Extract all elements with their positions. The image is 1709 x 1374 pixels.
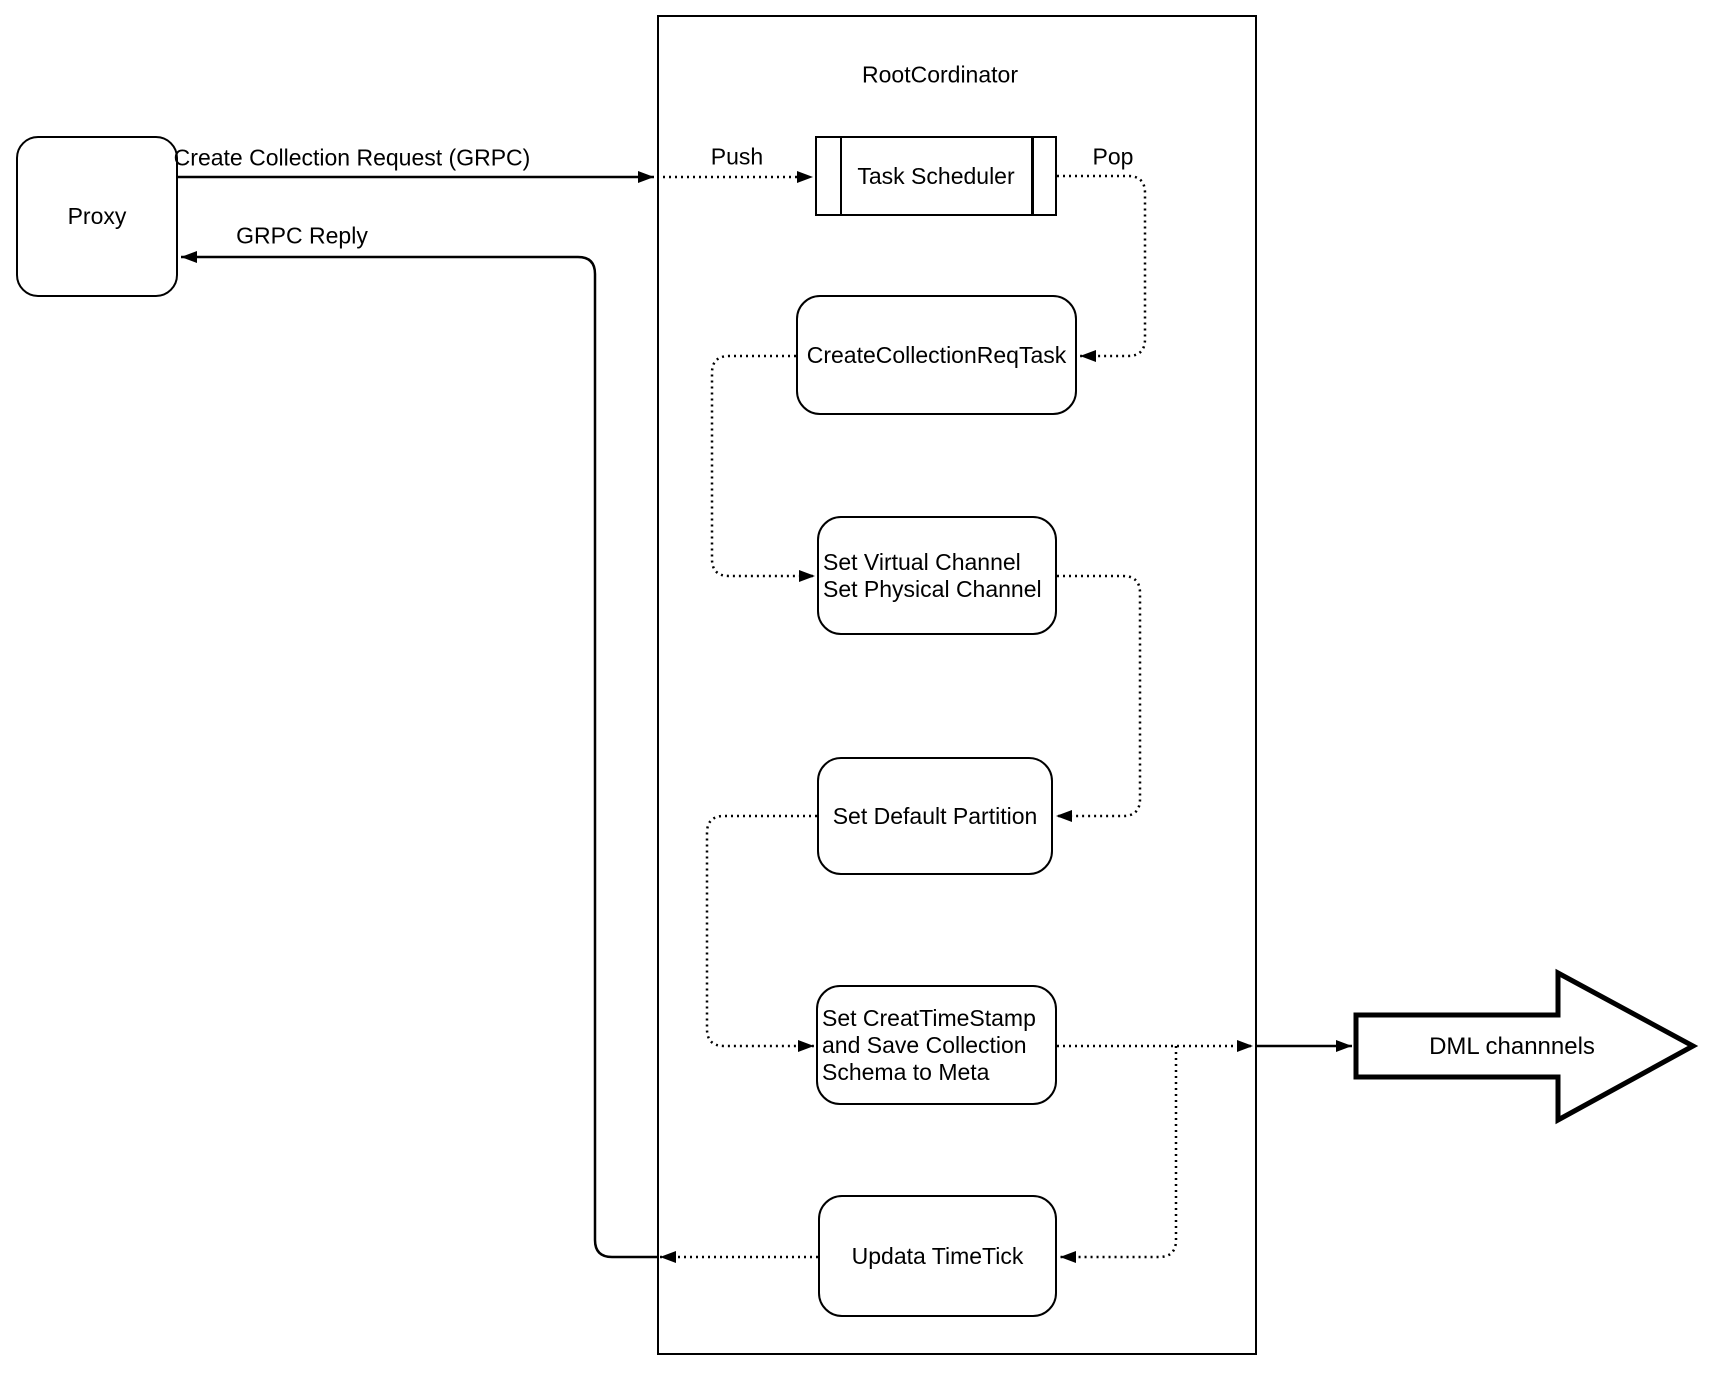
label-push: Push [710,143,764,170]
set-timestamp-line2: and Save Collection [822,1031,1027,1058]
set-physical-channel-line: Set Physical Channel [823,575,1042,602]
dml-channels-label: DML channnels [1429,1033,1595,1060]
set-timestamp-line1: Set CreatTimeStamp [822,1004,1036,1031]
label-pop: Pop [1092,143,1134,170]
create-collection-req-task-label: CreateCollectionReqTask [806,341,1067,368]
create-collection-req-task-node: CreateCollectionReqTask [796,295,1077,415]
set-default-partition-node: Set Default Partition [817,757,1053,875]
update-timetick-node: Updata TimeTick [818,1195,1057,1317]
set-default-partition-label: Set Default Partition [832,802,1038,829]
set-timestamp-line3: Schema to Meta [822,1058,990,1085]
update-timetick-label: Updata TimeTick [851,1242,1024,1269]
task-scheduler-label: Task Scheduler [857,162,1015,189]
label-create-collection-request: Create Collection Request (GRPC) [173,144,531,171]
label-grpc-reply: GRPC Reply [236,222,368,249]
edge-pop [1057,174,1147,362]
set-virtual-channel-line: Set Virtual Channel [823,548,1021,575]
set-channel-node: Set Virtual Channel Set Physical Channel [817,516,1057,635]
dml-channels-arrow [1353,968,1699,1125]
edge-reqtask-to-channels [710,354,815,582]
edge-grpc-reply [181,251,657,1259]
rootcoordinator-title: RootCordinator [862,61,1018,88]
rootcoordinator-container [657,15,1257,1355]
task-scheduler-right-bar [1031,138,1034,214]
task-scheduler-node: Task Scheduler [815,136,1057,216]
task-scheduler-left-bar [839,138,842,214]
edge-partition-to-timestamp [705,814,817,1052]
edge-channels-to-partition [1056,574,1142,822]
set-timestamp-node: Set CreatTimeStamp and Save Collection S… [816,985,1057,1105]
proxy-node: Proxy [16,136,178,297]
proxy-label: Proxy [67,203,127,229]
